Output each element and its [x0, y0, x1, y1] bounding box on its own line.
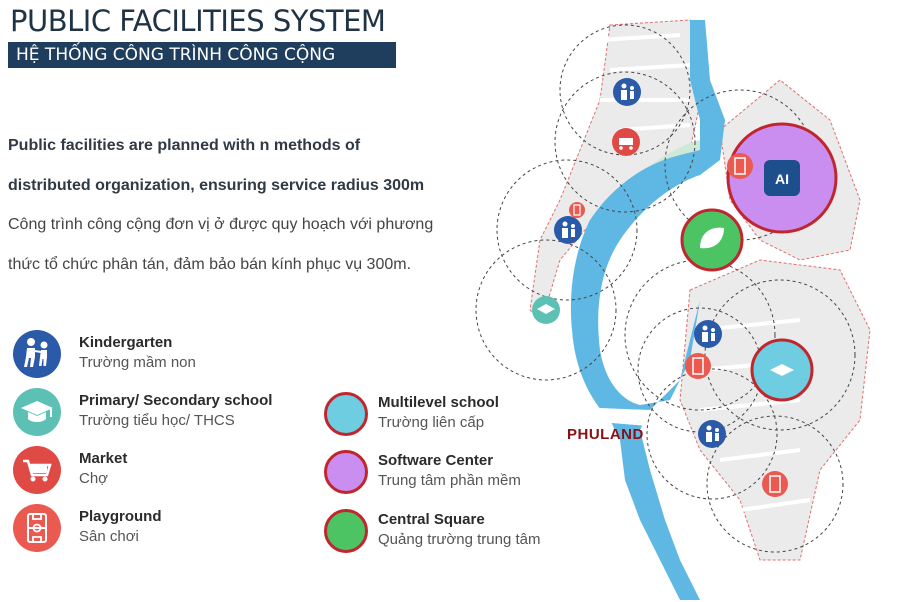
description-vi-line2: thức tổ chức phân tán, đảm bảo bán kính … [8, 256, 412, 273]
description-vi-line1: Công trình công cộng đơn vị ở được quy h… [8, 216, 434, 233]
playground-marker [569, 202, 585, 218]
ai-chip-icon [764, 160, 800, 196]
legend-label-vi: Trường liên cấp [378, 414, 485, 431]
page-subtitle: HỆ THỐNG CÔNG TRÌNH CÔNG CỘNG [8, 42, 396, 68]
graduation-cap-icon [13, 388, 61, 436]
central-square-swatch [324, 509, 368, 553]
playground-marker [685, 353, 711, 379]
graduation-cap-icon [770, 364, 794, 376]
legend-label-vi: Trường mầm non [79, 354, 196, 371]
software-center-swatch [324, 450, 368, 494]
legend-label-en: Central Square [378, 511, 485, 528]
legend-label-en: Software Center [378, 452, 494, 469]
soccer-field-icon [13, 504, 61, 552]
legend-label-en: Kindergarten [79, 334, 173, 351]
school-marker [532, 296, 560, 324]
description-en-line1: Public facilities are planned with n met… [8, 137, 361, 154]
children-icon [13, 330, 61, 378]
land-parcel-south [679, 259, 871, 561]
legend-label-en: Market [79, 450, 128, 467]
kindergarten-marker [694, 320, 722, 348]
legend-label-vi: Quảng trường trung tâm [378, 531, 541, 548]
kindergarten-marker [698, 420, 726, 448]
multilevel-school-swatch [324, 392, 368, 436]
kindergarten-marker [554, 216, 582, 244]
service-radius-circles [475, 24, 856, 553]
legend-label-vi: Sân chơi [79, 528, 139, 545]
market-marker [612, 128, 640, 156]
legend-label-en: Multilevel school [378, 394, 499, 411]
playground-marker [762, 471, 788, 497]
shopping-cart-icon [13, 446, 61, 494]
brand-watermark: PHULAND [567, 426, 644, 443]
land-parcel-north [529, 19, 706, 321]
description-en-line2: distributed organization, ensuring servi… [8, 177, 425, 194]
river [570, 20, 725, 600]
legend-label-vi: Trường tiểu học/ THCS [79, 412, 235, 429]
legend-label-en: Primary/ Secondary school [79, 392, 273, 409]
ai-chip-label: AI [775, 171, 789, 187]
bridge [600, 408, 650, 426]
legend-label-en: Playground [79, 508, 162, 525]
playground-marker [727, 153, 753, 179]
site-map: AI [475, 19, 871, 600]
page-title: PUBLIC FACILITIES SYSTEM [10, 4, 386, 38]
legend-label-vi: Chợ [79, 470, 109, 487]
island [680, 273, 696, 289]
kindergarten-marker [613, 78, 641, 106]
legend-label-vi: Trung tâm phần mềm [378, 472, 521, 489]
leaf-icon [700, 227, 724, 249]
